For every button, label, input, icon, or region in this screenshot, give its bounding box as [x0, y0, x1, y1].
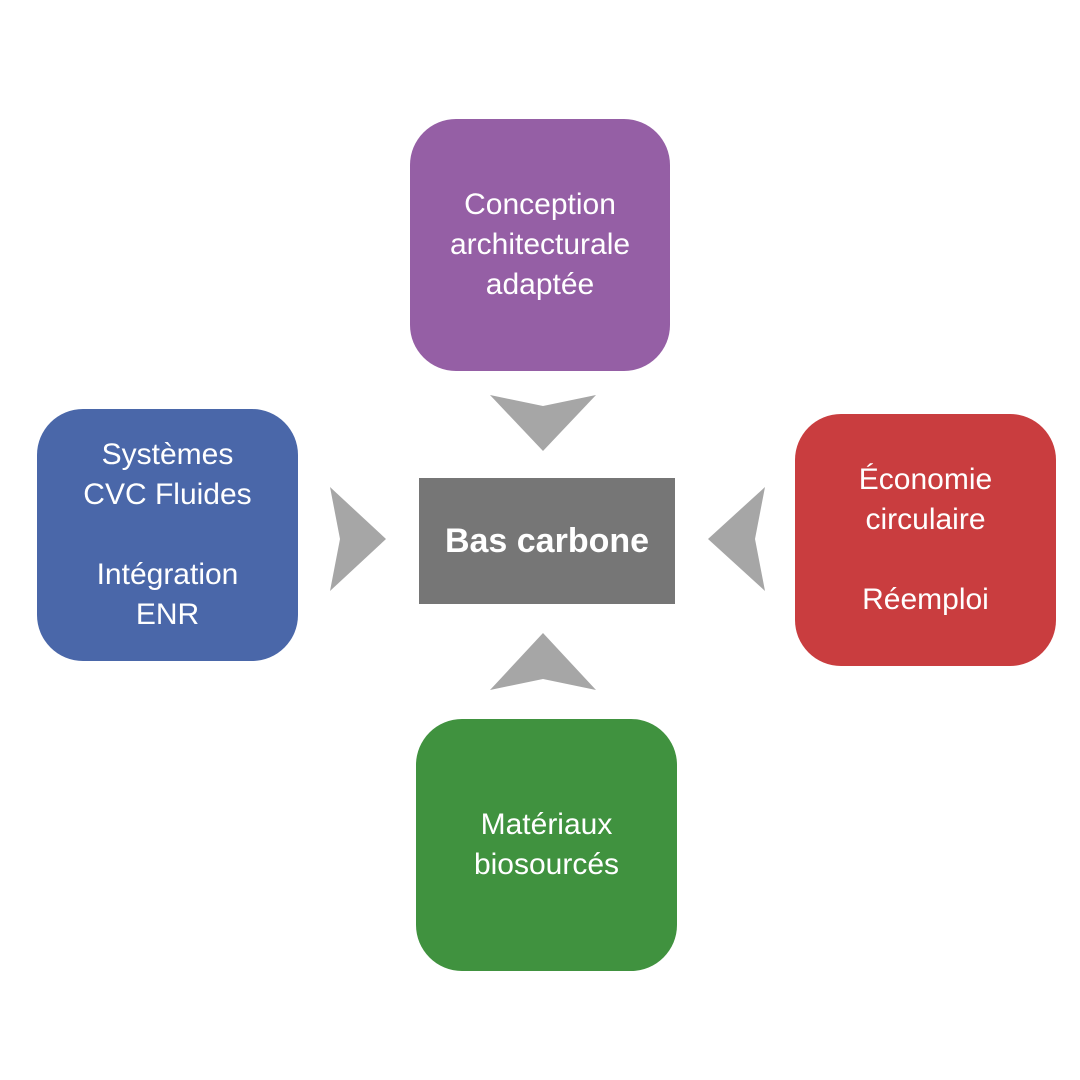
node-left-line-4: ENR: [135, 598, 200, 631]
center-node-label: Bas carbone: [444, 521, 650, 560]
node-right-line-3: Réemploi: [862, 583, 989, 616]
node-top-line-3: adaptée: [485, 268, 595, 301]
node-right-line-1: Économie: [858, 463, 993, 496]
node-top-line-1: Conception: [464, 188, 616, 221]
node-right-line-2: circulaire: [865, 503, 986, 536]
node-bottom-line-1: Matériaux: [480, 808, 613, 841]
node-top-line-2: architecturale: [449, 228, 631, 261]
node-conception-architecturale: Conception architecturale adaptée: [410, 119, 670, 371]
center-node: Bas carbone: [419, 478, 675, 604]
node-bottom-line-2: biosourcés: [473, 848, 620, 881]
node-left-line-1: Systèmes: [101, 438, 234, 471]
arrow-left-to-center: [330, 487, 386, 591]
node-left-line-3: Intégration: [96, 558, 239, 591]
arrow-top-to-center: [490, 395, 596, 451]
arrow-bottom-to-center: [490, 633, 596, 690]
node-economie-circulaire: Économie circulaire Réemploi: [795, 414, 1056, 666]
node-systemes-cvc: Systèmes CVC Fluides Intégration ENR: [37, 409, 298, 661]
arrow-right-to-center: [708, 487, 765, 591]
node-materiaux-biosources: Matériaux biosourcés: [416, 719, 677, 971]
node-left-line-2: CVC Fluides: [83, 478, 252, 511]
